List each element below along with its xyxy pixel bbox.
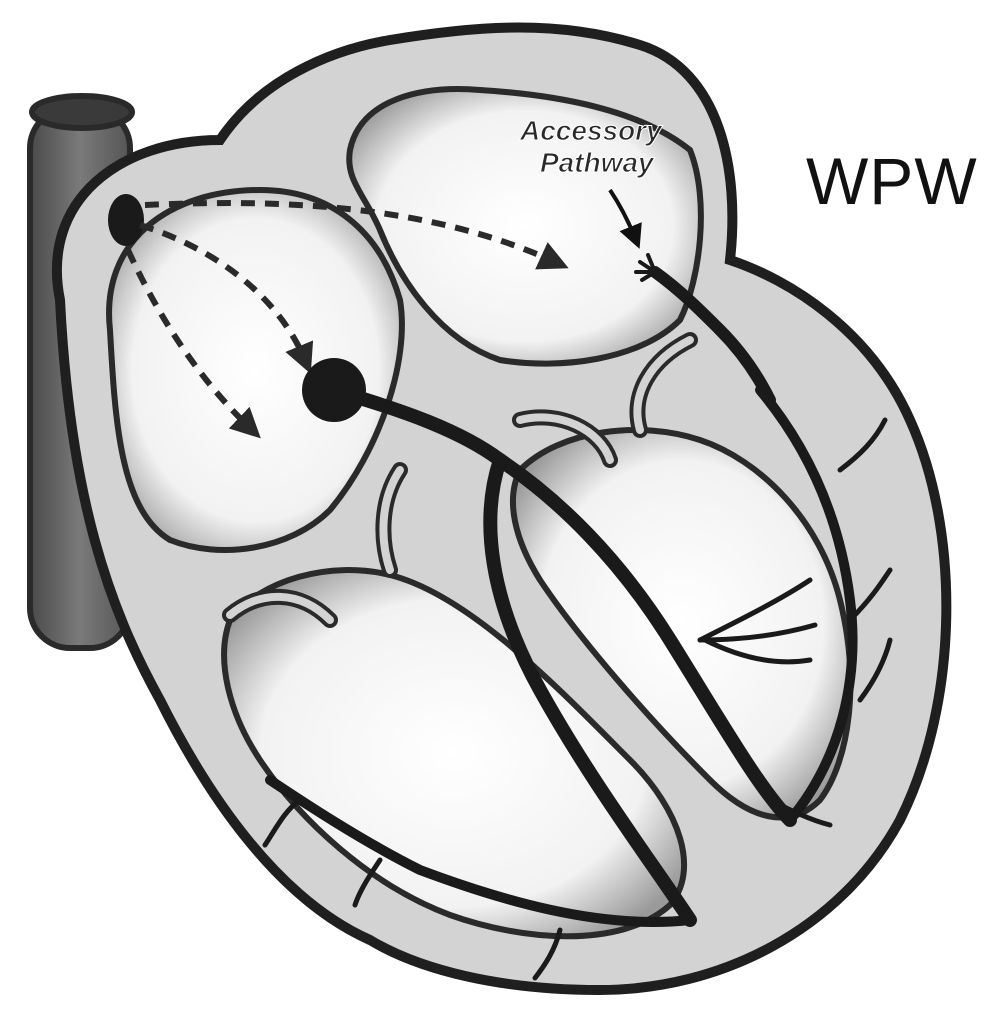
sa-node bbox=[108, 194, 144, 246]
accessory-pathway-label-line2: Pathway bbox=[540, 147, 655, 178]
accessory-pathway-label-line1: Accessory bbox=[519, 115, 663, 146]
diagram-title: WPW bbox=[806, 148, 978, 214]
